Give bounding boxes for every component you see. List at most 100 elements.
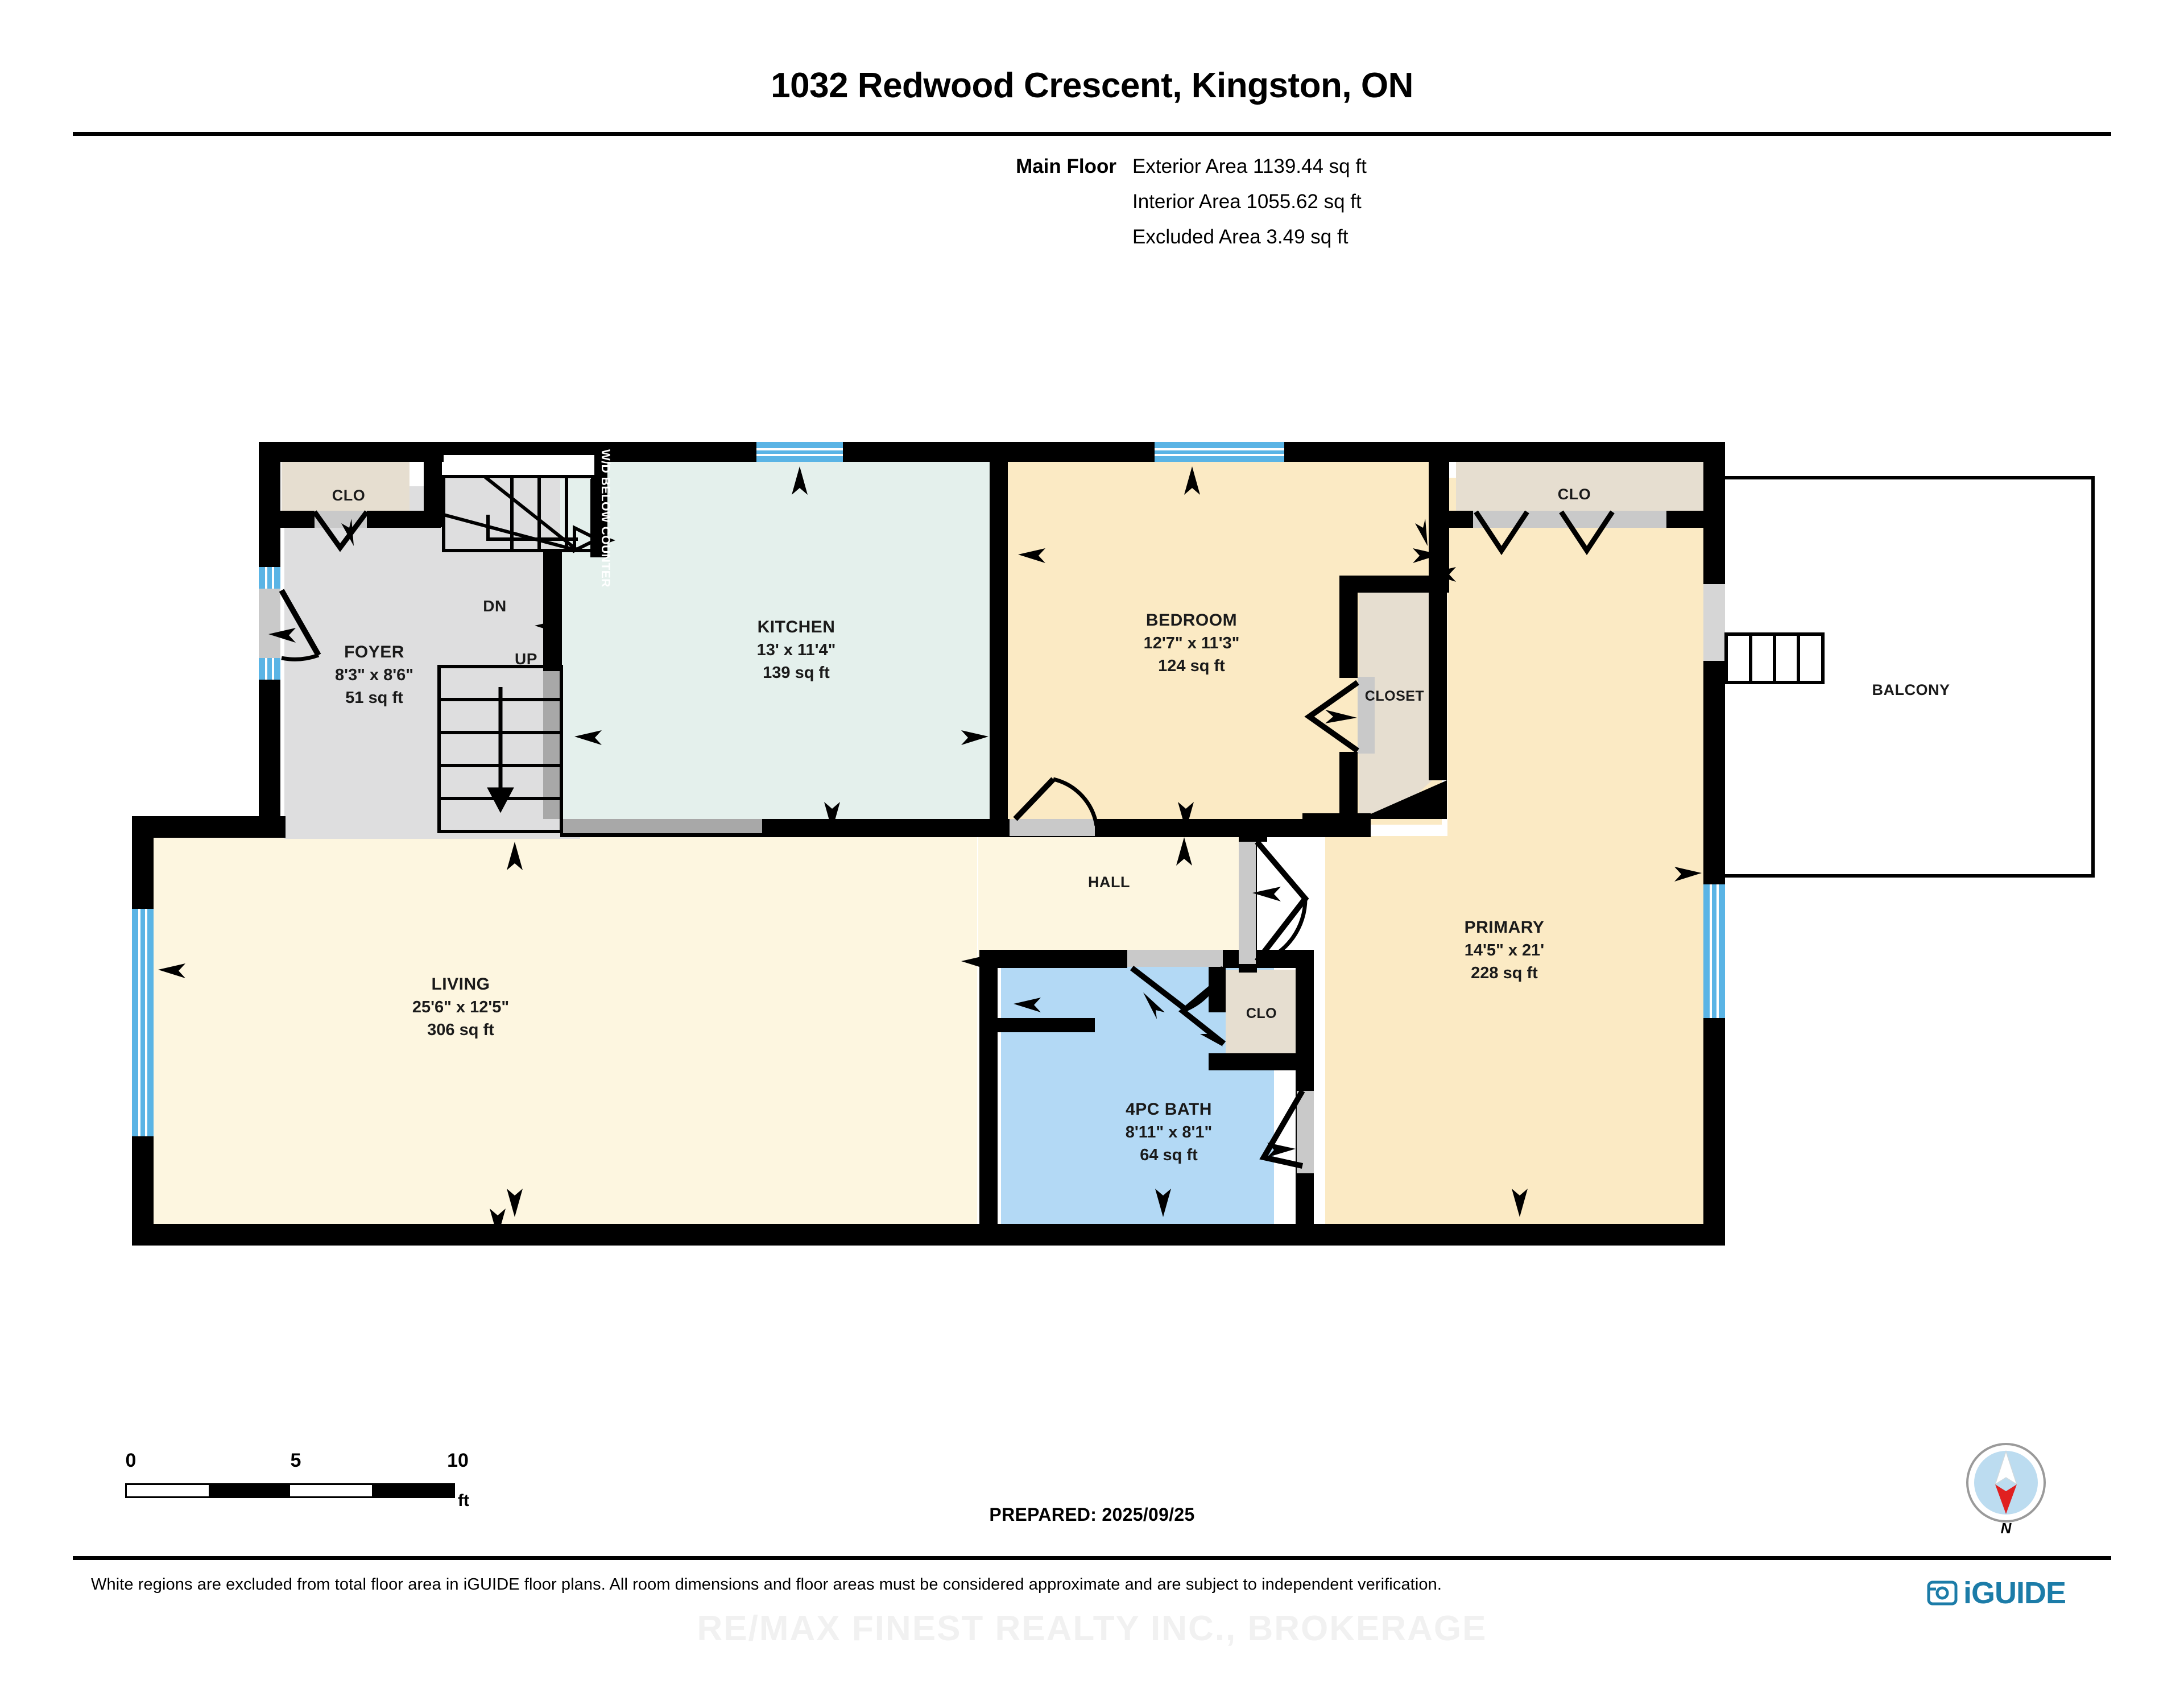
- wall-closet-top: [1339, 576, 1439, 593]
- room-fills: [138, 455, 1712, 1246]
- wall-bedroom-bottom2: [1302, 813, 1371, 837]
- arrow-primary-side-door: [1267, 1143, 1296, 1157]
- bath-area: 64 sq ft: [1140, 1146, 1198, 1164]
- wall-clo-bath-bottom: [1209, 1053, 1314, 1070]
- wall-bath-tub: [995, 1018, 1095, 1032]
- window-top-bedroom: [1155, 442, 1284, 462]
- arrow-clo-bath: [1200, 1026, 1223, 1046]
- wall-foyer-right: [543, 549, 562, 671]
- wall-bath-top: [979, 950, 1127, 968]
- primary-name: PRIMARY: [1465, 918, 1545, 937]
- stairs-down: [442, 455, 601, 553]
- primary-fill-lower: [1325, 836, 1712, 1246]
- header-divider: [73, 132, 2111, 136]
- arrow-primary-balcony: [1674, 867, 1702, 882]
- iguide-logo[interactable]: iGUIDE: [1927, 1575, 2066, 1611]
- door-foyer-kitchen: [543, 671, 562, 819]
- door-bedroom: [1010, 777, 1099, 836]
- arrow-primary-down: [1512, 1189, 1528, 1217]
- door-primary-side: [1259, 1089, 1314, 1173]
- scale-seg-2: [208, 1485, 290, 1496]
- primary-dim: 14'5" x 21': [1465, 941, 1544, 959]
- window-primary-right: [1703, 884, 1725, 1018]
- door-clo-foyer: [312, 510, 369, 552]
- wall-living-step-top: [132, 816, 286, 838]
- wall-clo-foyer-right: [424, 442, 442, 527]
- arrow-bath-down: [1155, 1189, 1171, 1217]
- scale-seg-3: [290, 1485, 372, 1496]
- wall-closet-left2: [1339, 752, 1358, 820]
- arrow-up-bottom: [490, 1209, 506, 1237]
- arrow-kitchen-up: [792, 466, 808, 495]
- windows: [132, 442, 1725, 1136]
- primary-area: 228 sq ft: [1471, 964, 1538, 982]
- living-dim: 25'6" x 12'5": [412, 998, 509, 1016]
- living-name: LIVING: [431, 975, 490, 994]
- compass-north-label: N: [2000, 1520, 2012, 1537]
- page-header: 1032 Redwood Crescent, Kingston, ON: [0, 0, 2184, 148]
- stairs-down-label: DN: [483, 597, 506, 615]
- window-foyer-upper: [259, 567, 280, 589]
- arrow-living-up: [507, 842, 523, 870]
- arrow-bath-entry: [961, 955, 988, 970]
- wall-bottom: [132, 1224, 1724, 1246]
- interior-area-value: Interior Area 1055.62 sq ft: [1132, 191, 1362, 213]
- wall-right-3: [1703, 1018, 1725, 1246]
- door-foyer-entry: [259, 589, 321, 661]
- kitchen-area: 139 sq ft: [763, 664, 830, 682]
- door-clo-primary: [1473, 510, 1666, 556]
- hall-fill: [978, 836, 1240, 967]
- window-top-kitchen: [756, 442, 843, 462]
- arrow-living-down: [507, 1189, 523, 1217]
- arrow-bedroom-down: [1178, 802, 1194, 830]
- arrow-living-left: [158, 963, 185, 978]
- compass-rose-icon: [1963, 1440, 2049, 1525]
- clo-bath-label: CLO: [1246, 1006, 1277, 1021]
- wall-left-lower1: [132, 816, 154, 910]
- wall-left-upper3: [259, 678, 280, 820]
- room-label-texts: CLO FOYER 8'3" x 8'6" 51 sq ft KITCHEN 1…: [332, 449, 1950, 1164]
- bedroom-closet-fill: [1359, 583, 1433, 813]
- clo-bath-fill: [1226, 970, 1297, 1064]
- arrow-foyer-door: [268, 628, 296, 643]
- wall-kitchen-right: [990, 449, 1008, 825]
- excluded-area-value: Excluded Area 3.49 sq ft: [1132, 226, 1349, 248]
- arrow-primary-clo: [1415, 519, 1428, 546]
- door-balcony: [1703, 584, 1725, 661]
- window-living-left: [132, 909, 154, 1136]
- door-bedroom-closet: [1304, 677, 1375, 754]
- living-area: 306 sq ft: [427, 1021, 494, 1039]
- scale-tick-0: 0: [125, 1450, 136, 1471]
- arrow-bedroom-right: [1413, 548, 1440, 563]
- door-hall-primary: [1239, 839, 1309, 965]
- walls: [132, 442, 1725, 1246]
- scale-tick-5: 5: [290, 1450, 301, 1471]
- disclaimer-text: White regions are excluded from total fl…: [91, 1575, 1442, 1594]
- wall-closet-corner: [1308, 780, 1447, 819]
- arrow-bedroom-closet: [1325, 710, 1357, 723]
- arrow-kitchen-right: [961, 730, 988, 745]
- floor-label: Main Floor: [1016, 155, 1116, 177]
- kitchen-fill: [560, 455, 990, 833]
- living-fill: [138, 836, 977, 1246]
- foyer-dim: 8'3" x 8'6": [335, 666, 413, 684]
- arrow-primary-left: [1429, 567, 1456, 582]
- doors: [259, 510, 1725, 1173]
- exterior-area-value: Exterior Area 1139.44 sq ft: [1132, 155, 1367, 177]
- scale-tick-10: 10: [447, 1450, 469, 1471]
- arrow-hall-primary: [1252, 887, 1281, 901]
- arrow-hall-down: [1176, 837, 1192, 866]
- wd-below-counter-label: W/D BELOW COUNTER: [599, 449, 612, 588]
- scale-seg-1: [127, 1485, 209, 1496]
- threshold-kitchen-living: [560, 819, 762, 833]
- scale-unit-label: ft: [458, 1491, 469, 1510]
- window-foyer-lower: [259, 658, 280, 680]
- arrow-stairs-down: [593, 532, 615, 549]
- bedroom-closet-label: CLOSET: [1365, 688, 1424, 704]
- iguide-brand-text: iGUIDE: [1963, 1576, 2066, 1610]
- scale-bar: [125, 1483, 455, 1498]
- wall-bath-left: [979, 950, 998, 1246]
- arrow-kitchen-left: [574, 730, 602, 745]
- clo-foyer-label: CLO: [332, 487, 366, 504]
